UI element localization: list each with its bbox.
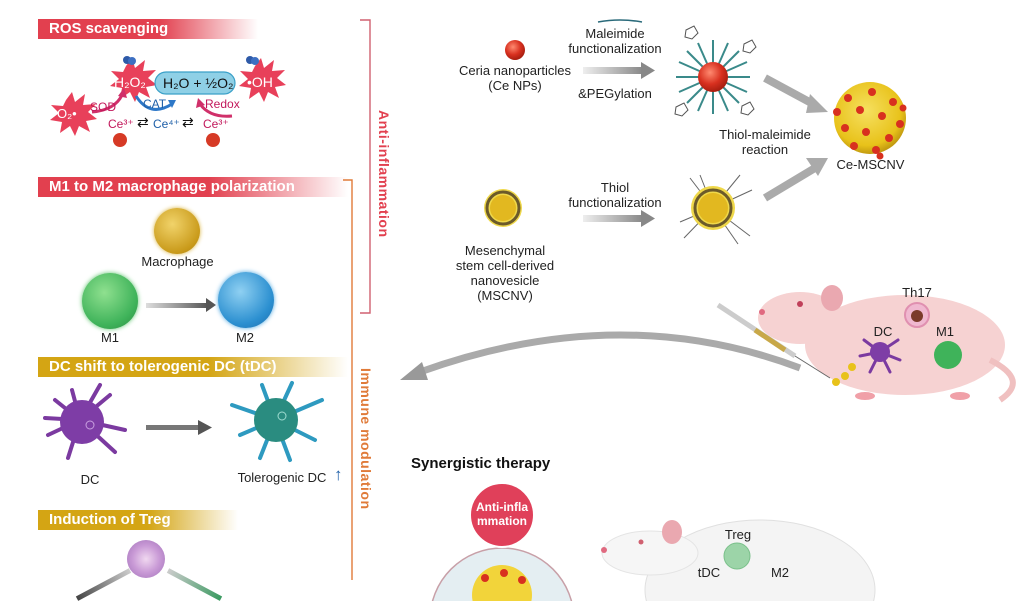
dc-label: DC <box>80 472 100 487</box>
o2-burst <box>50 92 97 136</box>
immune-modulation-label: Immune modulation <box>358 368 374 510</box>
maleimide-functionalization-label: Maleimide functionalization <box>568 26 662 56</box>
rat-m1-cell <box>934 341 962 369</box>
bracket-lines <box>343 19 371 580</box>
rat-treg-label: Treg <box>724 527 752 542</box>
tolerogenic-dc-label: Tolerogenic DC <box>237 470 327 485</box>
m2-macrophage-cell <box>218 272 274 328</box>
m1-label: M1 <box>100 330 120 345</box>
maleimide-groups <box>674 25 757 117</box>
rat-treg-cell <box>723 542 751 570</box>
redox-label: Redox <box>205 97 240 111</box>
m1-to-m2-arrow <box>146 303 208 308</box>
ceria-particle-right <box>206 133 220 147</box>
macrophage-label: Macrophage <box>141 254 214 269</box>
ceria-particle-left <box>113 133 127 147</box>
m2-label: M2 <box>235 330 255 345</box>
synergistic-therapy-title: Synergistic therapy <box>411 455 551 472</box>
diseased-rat-scene <box>400 285 1016 403</box>
thiol-maleimide-arrow-lower <box>762 164 818 202</box>
ceria-nanoparticle <box>505 40 525 60</box>
oh-burst <box>239 58 286 102</box>
synthesis-graphics <box>484 19 907 245</box>
thiol-arrowhead <box>641 210 655 227</box>
syringe-icon <box>716 302 831 379</box>
panel-header-m1-m2-polarization: M1 to M2 macrophage polarization <box>38 177 348 197</box>
dc-shift-arrowhead <box>198 420 212 435</box>
peg-chain-icon <box>597 19 643 23</box>
rat-dc-label: DC <box>873 324 893 339</box>
pegylation-label: &PEGylation <box>578 86 652 101</box>
ros-scavenging-diagram: H₂O₂ •OH O₂• H₂O + ½O₂ SOD CAT Redox Ce³… <box>0 0 360 170</box>
oh-label: •OH <box>247 74 273 90</box>
o2-radical-label: O₂• <box>57 106 77 121</box>
thiol-functionalization-label: Thiol functionalization <box>568 180 662 210</box>
thiol-maleimide-arrow-upper <box>763 74 817 109</box>
anti-inflammation-badge-label: Anti-infla mmation <box>476 500 528 528</box>
h2o2-label: H₂O₂ <box>114 74 146 90</box>
ceria-nanoparticles-label: Ceria nanoparticles (Ce NPs) <box>458 63 571 93</box>
treg-cell <box>127 540 165 578</box>
ce-mscnv-surface-particles <box>833 88 907 160</box>
ce4-label: Ce⁴⁺ <box>153 117 180 131</box>
m1-macrophage-cell <box>82 273 138 329</box>
immune-modulation-bracket <box>343 179 353 580</box>
ce3-right-label: Ce³⁺ <box>203 117 229 131</box>
rat-th17-label: Th17 <box>902 285 932 300</box>
mscnv-label: Mesenchymal stem cell-derived nanovesicl… <box>455 243 555 303</box>
rat-m2-label: M2 <box>770 565 790 580</box>
increase-arrow-icon: ↑ <box>334 465 343 484</box>
water-oxygen-product: H₂O + ½O₂ <box>163 75 234 91</box>
treatment-curve-arrow <box>418 331 802 376</box>
rat-m1-label: M1 <box>935 324 955 339</box>
m1-to-m2-arrowhead <box>206 298 216 312</box>
panel-header-induction-of-treg: Induction of Treg <box>38 510 238 530</box>
maleimide-arrowhead <box>641 62 655 79</box>
panel-header-ros-scavenging: ROS scavenging <box>38 19 258 39</box>
ce-mscnv-label: Ce-MSCNV <box>836 157 905 172</box>
sod-label: SOD <box>90 100 117 114</box>
anti-inflammation-bracket <box>360 19 371 314</box>
equilibrium-arrow-left: ⇄ <box>137 114 149 130</box>
thiol-maleimide-reaction-label: Thiol-maleimide reaction <box>719 127 811 157</box>
dc-shift-diagram <box>43 381 324 462</box>
ce3-left-label: Ce³⁺ <box>108 117 134 131</box>
cat-label: CAT <box>143 97 167 111</box>
synergy-scene <box>431 482 876 601</box>
panel-header-dc-shift: DC shift to tolerogenic DC (tDC) <box>38 357 348 377</box>
anti-inflammation-label: Anti-inflammation <box>376 110 392 238</box>
macrophage-cell <box>154 208 200 254</box>
equilibrium-arrow-right: ⇄ <box>182 114 194 130</box>
anti-inflammation-badge <box>469 482 535 548</box>
ros-arrows <box>50 56 286 147</box>
rat-tdc-label: tDC <box>697 565 721 580</box>
injected-ce-mscnv <box>832 363 856 386</box>
